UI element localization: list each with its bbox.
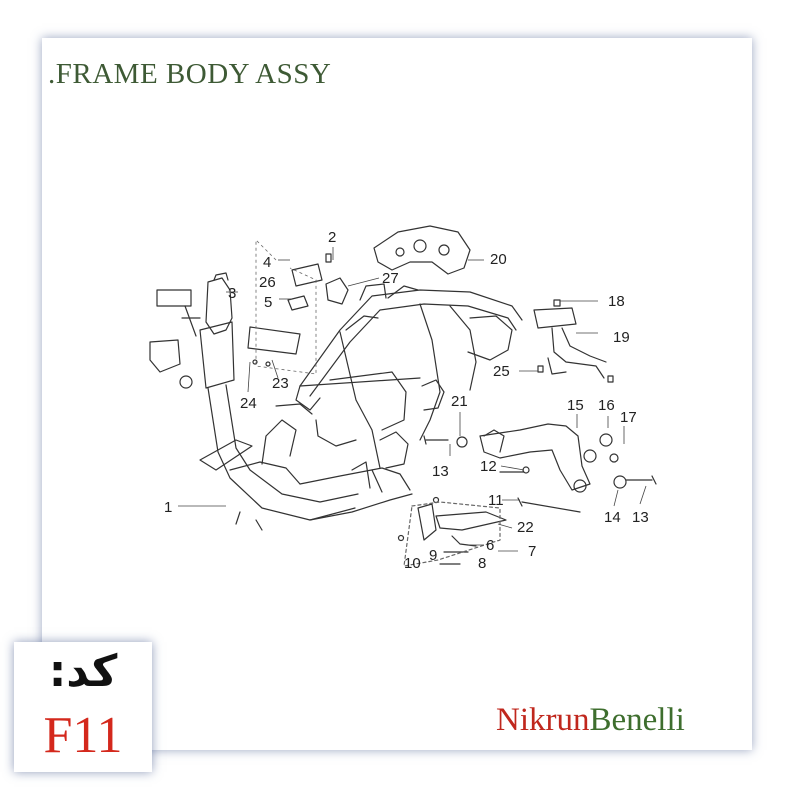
callout-2: 2 bbox=[328, 229, 336, 246]
callout-3: 3 bbox=[228, 285, 236, 302]
callout-13a: 13 bbox=[432, 463, 449, 480]
callout-14: 14 bbox=[604, 509, 621, 526]
callout-11: 11 bbox=[488, 492, 504, 509]
bolt-11 bbox=[517, 497, 581, 513]
callout-8: 8 bbox=[478, 555, 486, 572]
plate-23 bbox=[247, 326, 301, 355]
leader-lines bbox=[178, 239, 647, 552]
callout-26: 26 bbox=[259, 274, 276, 291]
callout-20: 20 bbox=[490, 251, 507, 268]
bolt-13b bbox=[625, 475, 657, 485]
callout-5: 5 bbox=[264, 294, 272, 311]
callout-19: 19 bbox=[613, 329, 630, 346]
callout-10: 10 bbox=[404, 555, 421, 572]
callout-6: 6 bbox=[486, 537, 494, 554]
callout-labels: 1 2 3 4 26 5 27 20 18 19 25 23 24 21 15 … bbox=[164, 229, 649, 572]
footrest-22 bbox=[435, 511, 507, 531]
bracket-27 bbox=[325, 277, 349, 305]
callout-12: 12 bbox=[480, 458, 497, 475]
bracket-plate bbox=[156, 289, 192, 307]
plate-26 bbox=[291, 263, 323, 287]
diagram-card bbox=[42, 38, 752, 750]
code-badge: کد: F11 bbox=[14, 642, 152, 772]
callout-21: 21 bbox=[451, 393, 468, 410]
brand-part-1: Nikrun bbox=[496, 702, 590, 738]
brand-watermark: NikrunBenelli bbox=[496, 702, 685, 739]
callout-4: 4 bbox=[263, 254, 271, 271]
bracket-19 bbox=[533, 307, 577, 329]
diagram-title: .FRAME BODY ASSY bbox=[48, 58, 332, 90]
callout-22: 22 bbox=[517, 519, 534, 536]
hanger-15 bbox=[479, 423, 591, 491]
callout-1: 1 bbox=[164, 499, 172, 516]
callout-13b: 13 bbox=[632, 509, 649, 526]
callout-23: 23 bbox=[272, 375, 289, 392]
callout-16: 16 bbox=[598, 397, 615, 414]
callout-17: 17 bbox=[620, 409, 637, 426]
head-pipe bbox=[205, 277, 233, 335]
top-bracket-20 bbox=[373, 225, 471, 275]
brand-part-2: Benelli bbox=[589, 702, 685, 738]
callout-18: 18 bbox=[608, 293, 625, 310]
code-label: کد: bbox=[48, 646, 118, 697]
callout-15: 15 bbox=[567, 397, 584, 414]
callout-25: 25 bbox=[493, 363, 510, 380]
upper-rail bbox=[299, 289, 523, 387]
callout-24: 24 bbox=[240, 395, 257, 412]
callout-9: 9 bbox=[429, 547, 437, 564]
callout-27: 27 bbox=[382, 270, 399, 287]
bolt-13a bbox=[423, 435, 449, 445]
frame-drawing bbox=[149, 225, 657, 567]
callout-7: 7 bbox=[528, 543, 536, 560]
code-value: F11 bbox=[43, 707, 123, 764]
